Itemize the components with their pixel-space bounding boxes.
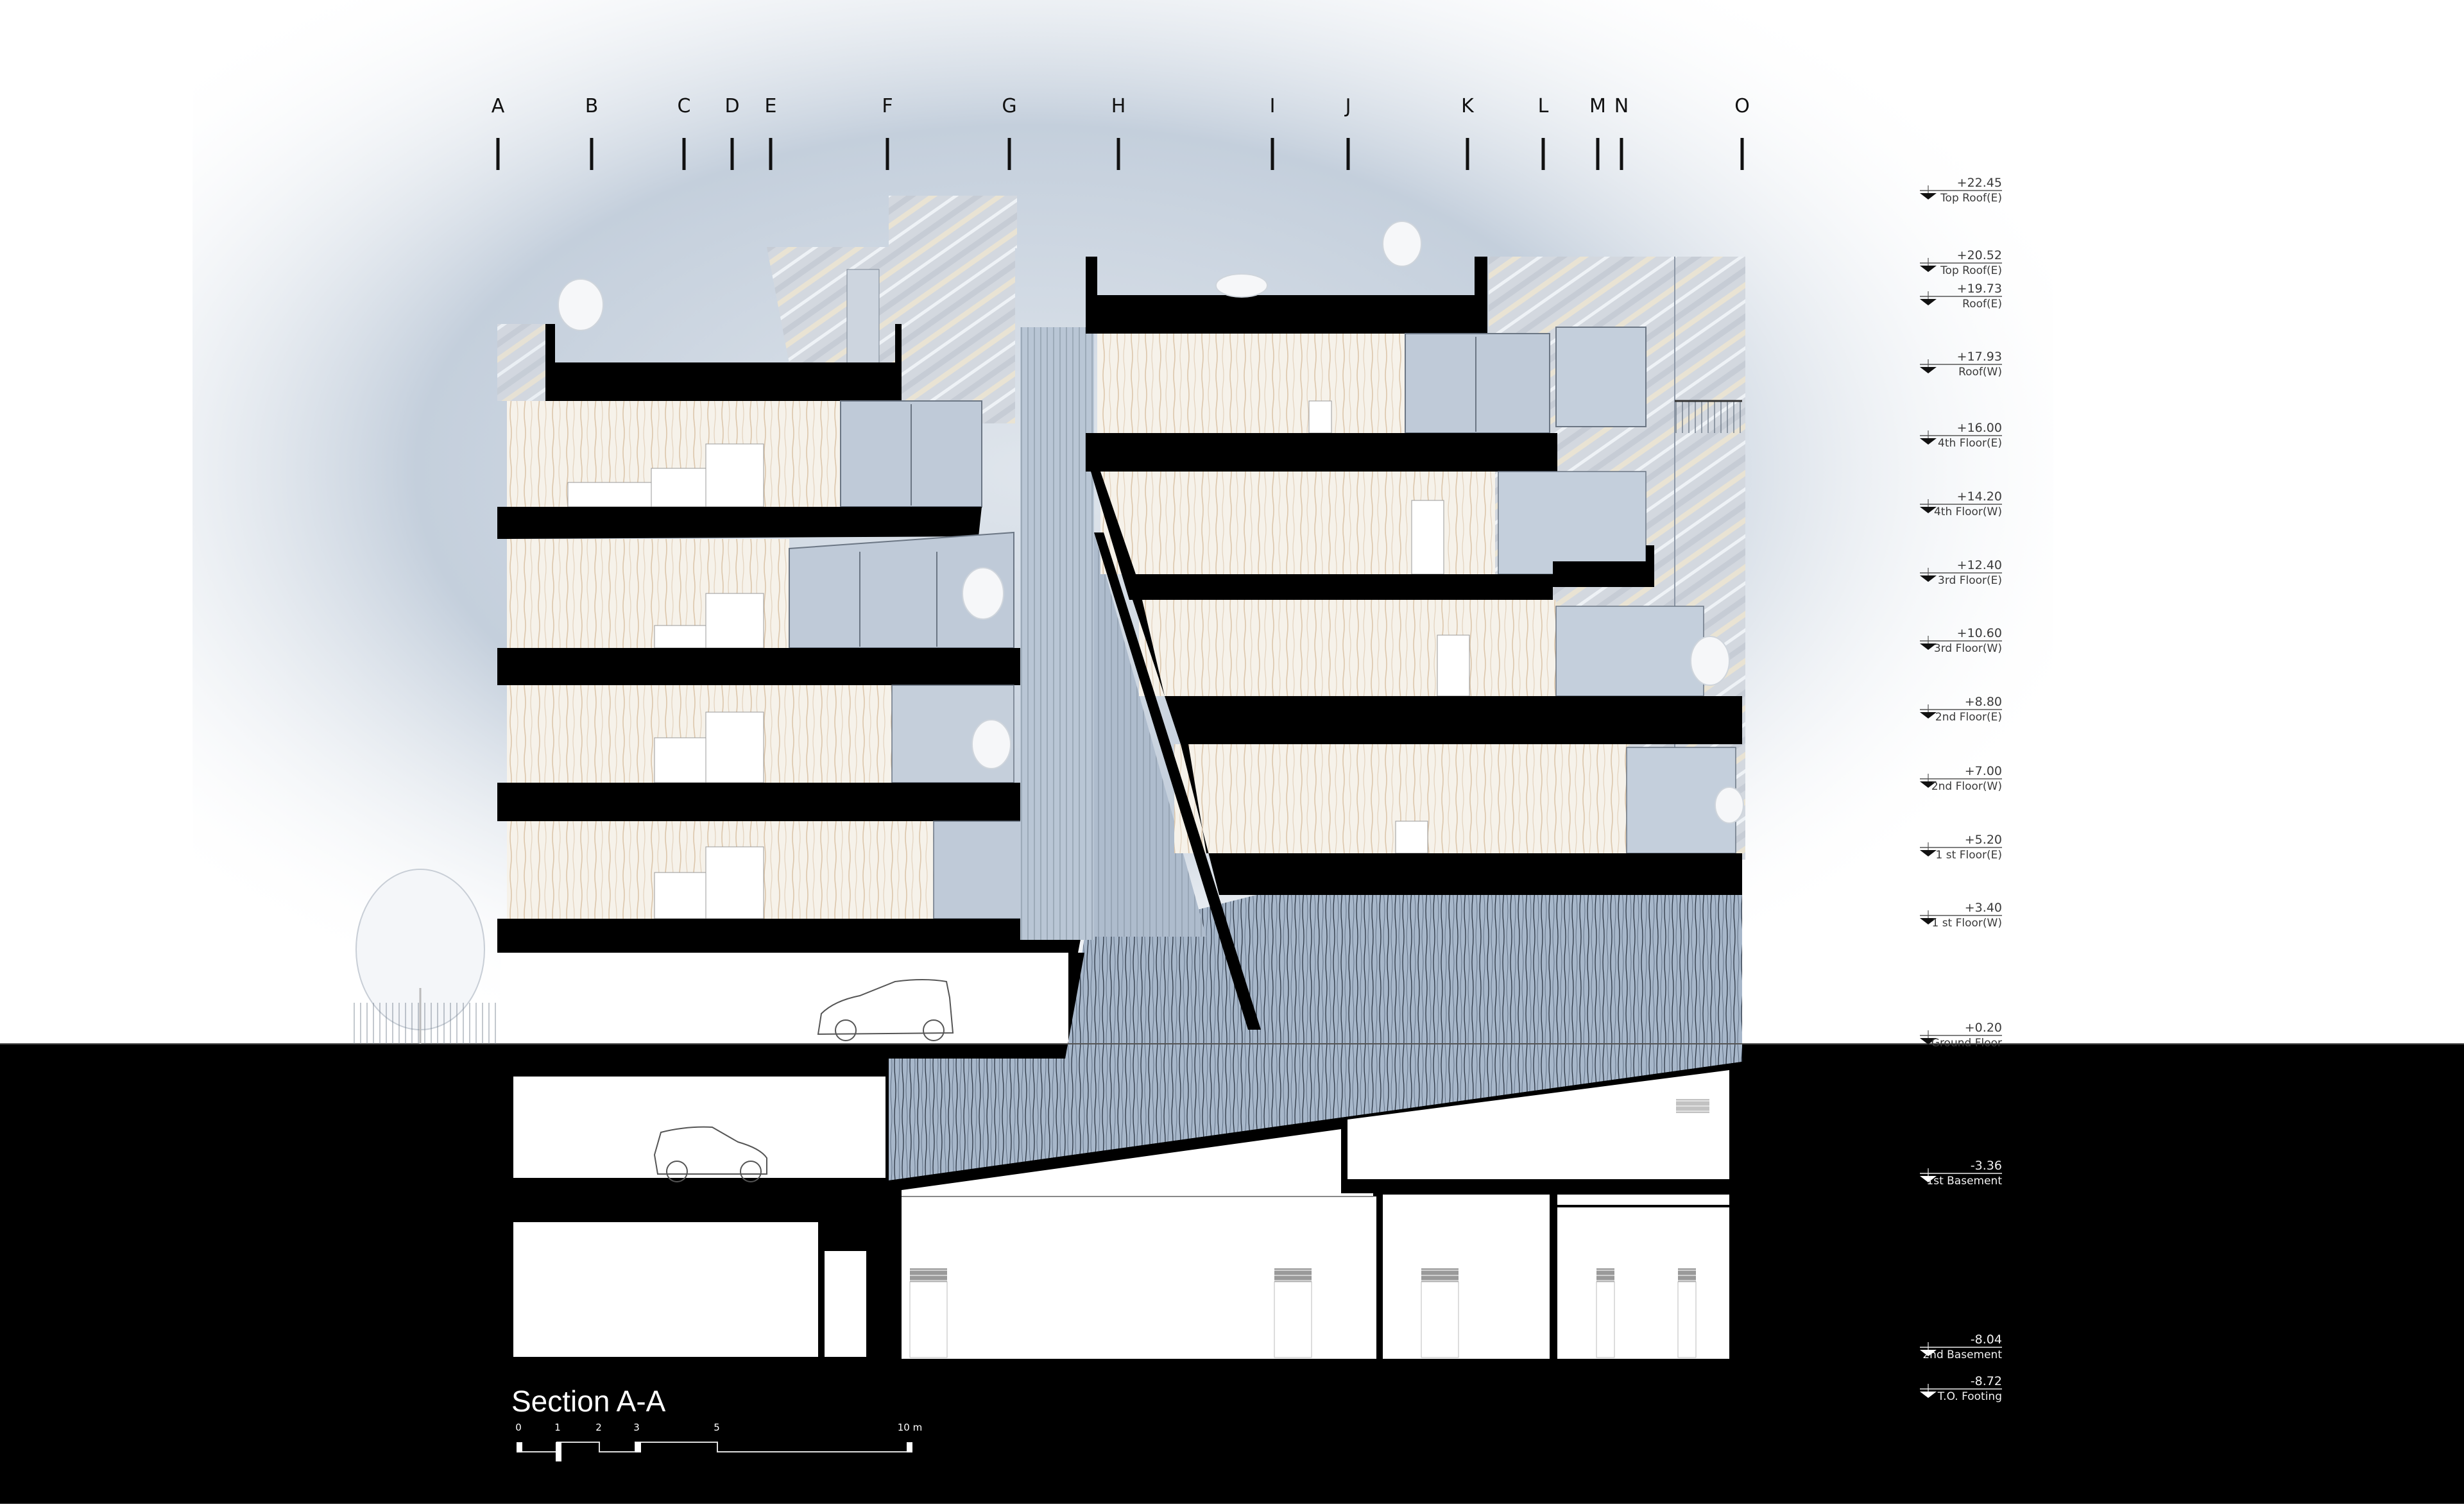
svg-text:3: 3 (633, 1422, 640, 1433)
level-elevation: +22.45 (1957, 176, 2002, 190)
level-datum-icon (1920, 850, 1937, 856)
section-title: Section A-A (511, 1384, 666, 1418)
level-elevation: +5.20 (1965, 833, 2002, 847)
level-datum-icon (1920, 918, 1937, 924)
level-datum-icon (1920, 781, 1937, 788)
scale-bar: 0 1 2 3 5 10 m (515, 1422, 922, 1461)
level-name: 2nd Basement (1922, 1349, 2002, 1361)
level-datum-icon (1920, 438, 1937, 445)
level-datum-icon (1920, 1038, 1937, 1044)
level-name: Roof(E) (1962, 298, 2002, 311)
level-marker: +7.00 2nd Floor(W) (1920, 764, 2002, 793)
level-name: Ground Floor (1931, 1037, 2002, 1050)
east-block (1086, 257, 1745, 1030)
level-name: 3rd Floor(W) (1934, 642, 2002, 655)
level-marker: -3.36 1st Basement (1920, 1159, 2002, 1188)
level-datum-icon (1920, 299, 1937, 305)
grid-axis-label: L (1538, 95, 1549, 117)
level-marker: +10.60 3rd Floor(W) (1920, 626, 2002, 655)
svg-text:1: 1 (554, 1422, 561, 1433)
level-elevation: +14.20 (1957, 490, 2002, 504)
level-elevation: +3.40 (1965, 901, 2002, 915)
basements (513, 1062, 1742, 1359)
level-elevation: +7.00 (1965, 764, 2002, 778)
level-datum-icon (1920, 643, 1937, 650)
level-marker: -8.04 2nd Basement (1920, 1332, 2002, 1361)
level-marker: +3.40 1 st Floor(W) (1920, 901, 2002, 930)
level-name: 1st Basement (1926, 1175, 2002, 1188)
level-elevation: +10.60 (1957, 626, 2002, 640)
level-elevation: -3.36 (1971, 1159, 2002, 1173)
grid-axis-label: A (492, 95, 505, 117)
car-ground-floor (817, 979, 954, 1041)
level-marker: +5.20 1 st Floor(E) (1920, 833, 2002, 862)
grid-axis-label: E (765, 95, 777, 117)
grid-axis-label: H (1111, 95, 1126, 117)
level-marker: +8.80 2nd Floor(E) (1920, 695, 2002, 724)
level-elevation: +19.73 (1957, 282, 2002, 296)
level-marker: +12.40 3rd Floor(E) (1920, 558, 2002, 587)
svg-text:0: 0 (515, 1422, 522, 1433)
level-elevation: +12.40 (1957, 558, 2002, 572)
grid-axis-label: F (882, 95, 893, 117)
roof-trees (558, 221, 1744, 824)
svg-text:5: 5 (714, 1422, 720, 1433)
level-datum-icon (1920, 1176, 1937, 1182)
grid-axis-label: C (678, 95, 691, 117)
grid-axis-label: G (1002, 95, 1016, 117)
level-elevation: -8.72 (1971, 1374, 2002, 1388)
grid-axis-label: M (1589, 95, 1606, 117)
level-name: Top Roof(E) (1940, 192, 2002, 205)
level-marker: +16.00 4th Floor(E) (1920, 421, 2002, 450)
level-name: T.O. Footing (1937, 1390, 2002, 1403)
level-elevation: -8.04 (1971, 1332, 2002, 1347)
grid-axis-label: J (1344, 95, 1351, 117)
level-name: Top Roof(E) (1940, 264, 2002, 277)
level-elevation: +17.93 (1957, 350, 2002, 364)
level-elevation: +16.00 (1957, 421, 2002, 435)
level-datum-icon (1920, 1350, 1937, 1356)
grid-axis-label: I (1270, 95, 1276, 117)
level-name: 1 st Floor(E) (1936, 849, 2002, 862)
grid-axis-label: N (1614, 95, 1629, 117)
grid-axis-label: D (724, 95, 739, 117)
level-datum-icon (1920, 1392, 1937, 1398)
level-datum-icon (1920, 193, 1937, 200)
level-marker: +14.20 4th Floor(W) (1920, 490, 2002, 518)
svg-text:10 m: 10 m (898, 1422, 922, 1433)
car-1st-basement (653, 1126, 767, 1182)
ramp-wall (889, 895, 1742, 1180)
stair-core (1020, 327, 1206, 940)
level-datum-icon (1920, 575, 1937, 582)
level-elevation: +8.80 (1965, 695, 2002, 709)
level-name: Roof(W) (1958, 366, 2002, 379)
west-block (497, 196, 1084, 1081)
level-datum-icon (1920, 367, 1937, 373)
level-datum-icon (1920, 507, 1937, 513)
level-name: 2nd Floor(W) (1931, 780, 2002, 793)
level-name: 4th Floor(W) (1934, 506, 2002, 518)
level-datum-icon (1920, 266, 1937, 272)
street-tree (353, 869, 501, 1044)
level-name: 1 st Floor(W) (1931, 917, 2002, 930)
svg-text:2: 2 (595, 1422, 602, 1433)
level-name: 4th Floor(E) (1938, 437, 2002, 450)
level-datum-icon (1920, 712, 1937, 719)
grid-axis-label: B (585, 95, 599, 117)
grid-axis-label: O (1734, 95, 1750, 117)
level-name: 3rd Floor(E) (1938, 574, 2002, 587)
level-name: 2nd Floor(E) (1935, 711, 2002, 724)
level-elevation: +20.52 (1957, 248, 2002, 262)
grid-axis-label: K (1461, 95, 1475, 117)
level-marker: -8.72T.O. Footing (1920, 1374, 2002, 1403)
level-elevation: +0.20 (1965, 1021, 2002, 1035)
